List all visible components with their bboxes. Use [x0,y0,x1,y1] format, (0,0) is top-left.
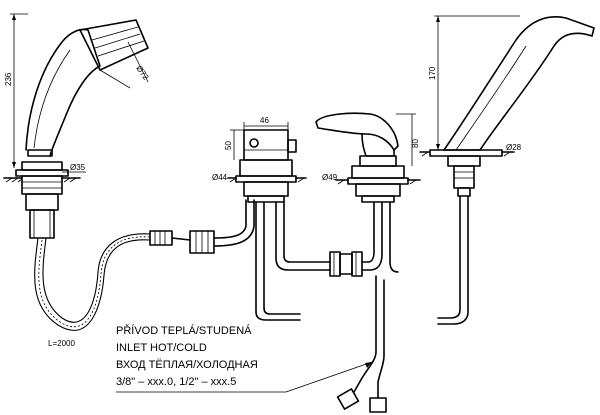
valve-height-label: 50 [224,141,233,150]
flexible-hose: L=2000 [34,199,255,348]
hand-shower-handle [25,28,101,157]
inlet-note: PŘÍVOD TEPLÁ/STUDENÁ INLET HOT/COLD ВХОД… [116,324,373,393]
mixer: 80 Ø49 [315,112,421,203]
hand-shower-head [79,19,149,71]
note-line-1: PŘÍVOD TEPLÁ/STUDENÁ [116,324,252,337]
mixer-lever [315,112,399,151]
mixer-height-label: 80 [411,139,420,148]
valve-width-label: 46 [260,116,269,125]
hose-length-label: L=2000 [48,339,75,348]
hand-shower: 236 Ø72 Ø35 [3,13,151,239]
hand-shower-height-label: 236 [4,72,13,86]
supply-pipes [255,201,399,413]
diverter-valve: 46 50 Ø44 [212,116,307,203]
hand-shower-base-dia-label: Ø35 [70,163,86,172]
spout-body [443,16,595,151]
bath-spout: 170 Ø28 [419,15,595,325]
spout-base-dia-label: Ø28 [506,143,522,152]
note-line-3: ВХОД ТЁПЛАЯ/ХОЛОДНАЯ [116,359,258,371]
valve-base-dia-label: Ø44 [212,173,228,182]
note-line-4: 3/8" – xxx.0, 1/2" – xxx.5 [116,376,236,388]
mixer-base-dia-label: Ø49 [322,173,338,182]
note-line-2: INLET HOT/COLD [116,342,207,354]
spout-height-label: 170 [428,66,437,80]
hand-shower-head-dia-label: Ø72 [134,64,150,82]
